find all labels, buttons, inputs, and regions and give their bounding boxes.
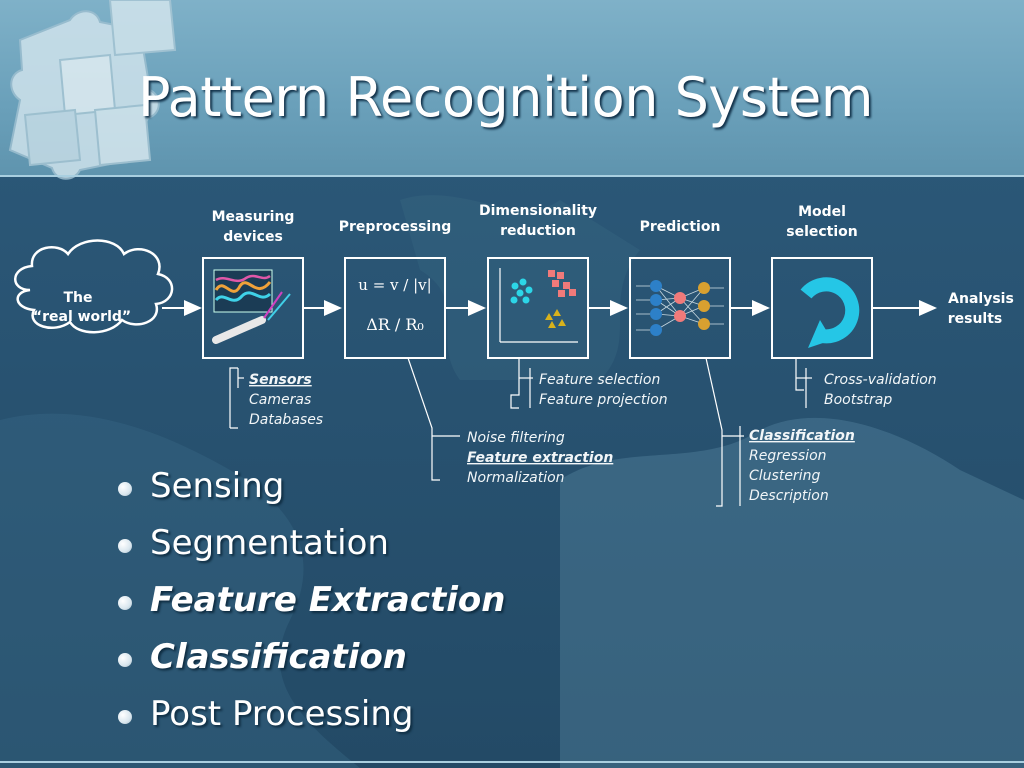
note-item: Regression [749,448,827,464]
note-item: Feature projection [539,392,668,408]
world-label-line2: “real world” [33,309,131,325]
bullet-icon [118,710,132,724]
note-item: Databases [249,412,323,428]
world-label-line1: The [63,290,92,306]
stage-preprocessing: Preprocessing u = v / |v| ΔR / R₀ Noise … [339,219,614,486]
neural-network-icon [636,280,724,336]
bullet-item: Segmentation [112,523,505,580]
bullet-text: Sensing [150,466,285,506]
header-rule [0,175,1024,177]
bullet-text: Feature Extraction [150,580,506,620]
stage-dimensionality-reduction: Dimensionality reduction Feature selecti… [479,203,668,409]
formula-line2: ΔR / R₀ [366,315,424,334]
note-item: Description [749,488,829,504]
note-item: Cross-validation [824,372,937,388]
real-world-cloud: The “real world” [14,239,174,334]
note-item: Cameras [249,392,311,408]
footer-rule [0,761,1024,763]
note-item: Classification [749,428,855,444]
note-item: Clustering [749,468,820,484]
output-label-line2: results [948,311,1003,327]
note-item: Bootstrap [824,392,892,408]
bullet-text: Classification [150,637,408,677]
bullet-text: Segmentation [150,523,389,563]
stage-model-selection: Model selection Cross-validation Bootstr… [771,204,937,408]
note-item: Sensors [249,372,312,388]
bullet-icon [118,653,132,667]
output-label-line1: Analysis [948,291,1014,307]
feature-scatter-icon [499,268,578,343]
note-item: Normalization [467,470,565,486]
normalization-formula-icon: u = v / |v| ΔR / R₀ [358,276,431,334]
note-item: Noise filtering [467,430,565,446]
bullet-icon [118,539,132,553]
stage-label-line2: devices [223,229,283,245]
bullet-icon [118,482,132,496]
bullet-text: Post Processing [150,694,414,734]
bullet-item: Post Processing [112,694,505,751]
formula-line1: u = v / |v| [358,276,431,294]
stage-measuring-devices: Measuring devices Sensors Cameras Databa… [202,209,323,429]
stage-label-line1: Model [798,204,846,220]
puzzle-pieces-icon [8,0,177,180]
stage-label-line2: selection [786,224,858,240]
bullet-item: Feature Extraction [112,580,505,637]
stage-label-line1: Dimensionality [479,203,597,219]
note-item: Feature selection [539,372,660,388]
bullet-item: Sensing [112,466,505,523]
stage-label-line2: reduction [500,223,576,239]
sensor-waveform-icon [212,269,291,344]
stage-label-line1: Measuring [212,209,295,225]
pipeline-diagram: The “real world” Analysis results Measur… [14,203,1014,507]
stage-label-line1: Preprocessing [339,219,451,235]
note-item: Feature extraction [467,450,613,466]
bullet-icon [118,596,132,610]
stage-prediction: Prediction [629,219,855,507]
slide-title: Pattern Recognition System [138,66,873,129]
cycle-arrow-icon [800,277,860,348]
stage-label-line1: Prediction [640,219,721,235]
bullet-item: Classification [112,637,505,694]
bullet-list: Sensing Segmentation Feature Extraction … [112,466,505,751]
